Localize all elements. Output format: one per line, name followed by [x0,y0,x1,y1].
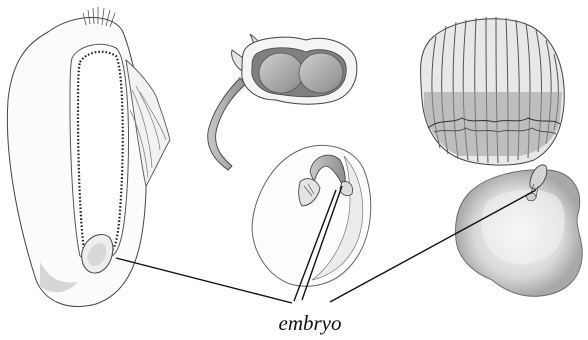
kernel-inner-lobe [482,190,565,265]
bean-cotyledon-left [259,53,303,93]
kernel-seed [456,165,583,296]
nut-seed [420,17,564,165]
nut-cupule-band [424,92,562,156]
bean-seed [252,145,371,286]
bean-radicle [208,78,246,170]
bean-cotyledon-right [299,53,343,93]
grain-seed [7,7,170,307]
embryo-label: embryo [279,311,342,335]
